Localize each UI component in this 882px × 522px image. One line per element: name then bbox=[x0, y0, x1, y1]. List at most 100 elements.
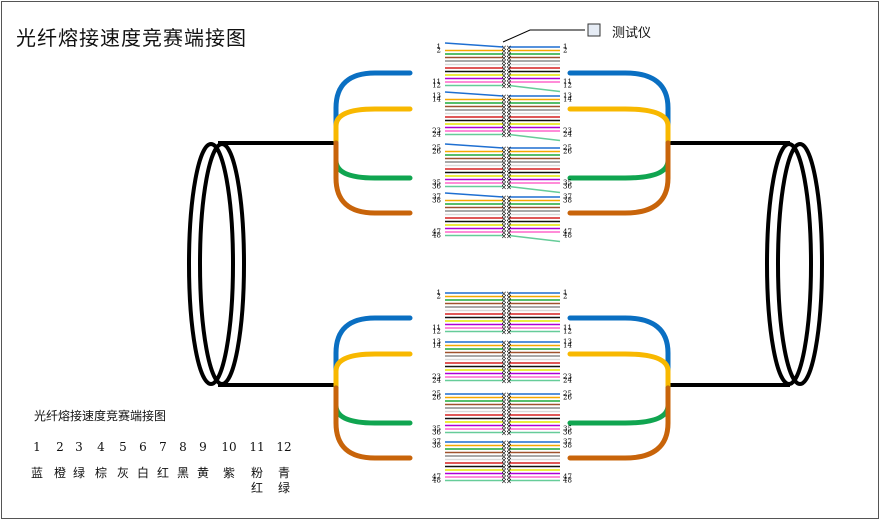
splice-mark: × bbox=[501, 304, 507, 312]
port-number-left: 12 bbox=[432, 82, 441, 90]
splice-mark: × bbox=[506, 402, 512, 410]
splice-mark: × bbox=[506, 322, 512, 330]
port-number-right: 23 bbox=[563, 373, 572, 381]
splice-mark: × bbox=[506, 152, 512, 160]
splice-mark: × bbox=[506, 184, 512, 192]
splice-mark: × bbox=[501, 97, 507, 105]
splice-mark: × bbox=[501, 76, 507, 84]
splice-mark: × bbox=[506, 229, 512, 237]
port-number-right: 12 bbox=[563, 82, 572, 90]
splice-mark: × bbox=[501, 471, 507, 479]
port-number-left: 35 bbox=[432, 179, 441, 187]
port-number-left: 11 bbox=[432, 78, 441, 86]
port-number-right: 14 bbox=[563, 96, 572, 104]
legend-color-name: 灰 bbox=[116, 466, 129, 480]
splice-mark: × bbox=[501, 311, 507, 319]
splice-mark: × bbox=[506, 315, 512, 323]
splice-mark: × bbox=[501, 55, 507, 63]
splice-mark: × bbox=[501, 350, 507, 358]
legend-number: 11 bbox=[249, 440, 265, 454]
tester-box-icon bbox=[587, 23, 601, 37]
splice-mark: × bbox=[501, 423, 507, 431]
splice-mark: × bbox=[501, 405, 507, 413]
port-number-left: 24 bbox=[432, 131, 441, 139]
buffer-tube-loop bbox=[567, 385, 671, 426]
splice-mark: × bbox=[501, 343, 507, 351]
buffer-tube-loop bbox=[333, 140, 413, 181]
splice-mark: × bbox=[506, 132, 512, 140]
port-number-right: 24 bbox=[563, 377, 572, 385]
splice-mark: × bbox=[506, 450, 512, 458]
port-number-left: 13 bbox=[432, 338, 441, 346]
splice-mark: × bbox=[501, 315, 507, 323]
legend-number: 8 bbox=[179, 440, 187, 454]
splice-mark: × bbox=[506, 364, 512, 372]
splice-mark: × bbox=[506, 290, 512, 298]
port-number-left: 38 bbox=[432, 197, 441, 205]
buffer-tube-loop bbox=[567, 106, 671, 146]
splice-mark: × bbox=[501, 419, 507, 427]
port-number-right: 13 bbox=[563, 338, 572, 346]
port-number-right: 1 bbox=[563, 43, 567, 51]
splice-mark: × bbox=[506, 226, 512, 234]
splice-mark: × bbox=[501, 62, 507, 70]
port-number-right: 36 bbox=[563, 183, 572, 191]
splice-mark: × bbox=[506, 416, 512, 424]
port-number-right: 24 bbox=[563, 131, 572, 139]
port-number-left: 2 bbox=[437, 293, 441, 301]
splice-mark: × bbox=[501, 395, 507, 403]
splice-mark: × bbox=[506, 128, 512, 136]
legend-number: 9 bbox=[199, 440, 207, 454]
splice-mark: × bbox=[506, 97, 512, 105]
fiber-line-right bbox=[508, 185, 561, 194]
legend-color-name: 红 bbox=[156, 466, 169, 480]
splice-mark: × bbox=[501, 371, 507, 379]
splice-mark: × bbox=[506, 121, 512, 129]
splice-mark: × bbox=[501, 409, 507, 417]
splice-mark: × bbox=[506, 430, 512, 438]
buffer-tube-loop bbox=[567, 70, 671, 146]
splice-mark: × bbox=[506, 219, 512, 227]
splice-mark: × bbox=[506, 118, 512, 126]
splice-mark: × bbox=[506, 325, 512, 333]
cable-end-ellipse bbox=[776, 142, 824, 386]
splice-mark: × bbox=[501, 163, 507, 171]
splice-mark: × bbox=[501, 360, 507, 368]
splice-mark: × bbox=[501, 478, 507, 486]
legend-color-name: 橙 bbox=[53, 466, 66, 480]
splice-mark: × bbox=[501, 453, 507, 461]
legend-number: 7 bbox=[159, 440, 167, 454]
splice-mark: × bbox=[506, 177, 512, 185]
splice-mark: × bbox=[506, 222, 512, 230]
legend-color-name: 紫 bbox=[222, 466, 235, 480]
splice-mark: × bbox=[501, 457, 507, 465]
splice-mark: × bbox=[501, 51, 507, 59]
splice-mark: × bbox=[506, 353, 512, 361]
port-number-left: 37 bbox=[432, 438, 441, 446]
port-number-left: 47 bbox=[432, 473, 441, 481]
port-number-left: 26 bbox=[432, 394, 441, 402]
splice-mark: × bbox=[501, 125, 507, 133]
port-number-left: 25 bbox=[432, 144, 441, 152]
splice-mark: × bbox=[501, 107, 507, 115]
buffer-tube-loop bbox=[567, 315, 671, 391]
splice-mark: × bbox=[506, 72, 512, 80]
splice-mark: × bbox=[506, 329, 512, 337]
port-number-left: 14 bbox=[432, 96, 441, 104]
splice-mark: × bbox=[501, 212, 507, 220]
legend-number: 1 bbox=[33, 440, 41, 454]
splice-mark: × bbox=[501, 104, 507, 112]
splice-mark: × bbox=[506, 69, 512, 77]
port-number-right: 47 bbox=[563, 473, 572, 481]
buffer-tube-loop bbox=[333, 106, 413, 146]
splice-mark: × bbox=[501, 100, 507, 108]
fiber-line-right bbox=[508, 234, 561, 243]
splice-mark: × bbox=[501, 329, 507, 337]
splice-mark: × bbox=[501, 69, 507, 77]
splice-mark: × bbox=[501, 412, 507, 420]
legend-number: 6 bbox=[139, 440, 147, 454]
port-number-left: 14 bbox=[432, 342, 441, 350]
splice-mark: × bbox=[501, 132, 507, 140]
fiber-line-left bbox=[444, 42, 504, 48]
